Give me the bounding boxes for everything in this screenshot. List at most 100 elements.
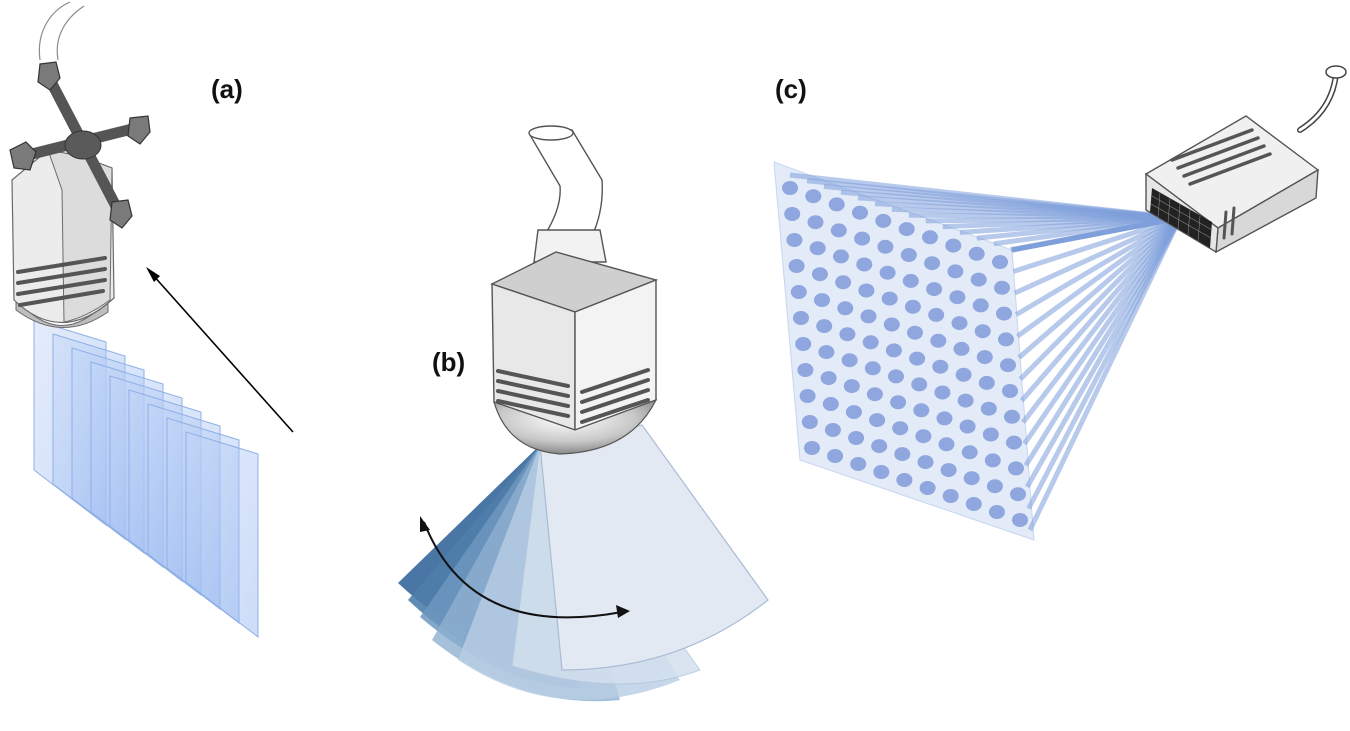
focal-point-dot: [963, 471, 980, 486]
focal-point-dot: [809, 241, 826, 256]
fan-sweep-sectors: [398, 424, 769, 702]
probe-a: [11, 149, 115, 328]
focal-point-dot: [818, 345, 835, 360]
focal-point-dot: [814, 293, 830, 308]
focal-point-dot: [811, 267, 828, 282]
focal-point-dot: [924, 256, 941, 271]
panel-a: (a): [9, 1, 294, 639]
focal-point-dot: [816, 319, 833, 334]
ultrasound-beam: [1027, 216, 1183, 532]
probe-a-cable: [38, 1, 85, 61]
focal-point-dot: [854, 231, 871, 246]
focal-point-dot: [888, 369, 904, 384]
focal-point-dot: [940, 463, 957, 478]
rotation-arrow: [420, 516, 630, 619]
focal-point-dot: [976, 350, 993, 365]
focal-point-dot: [955, 367, 972, 382]
ultrasound-beam: [1011, 215, 1181, 253]
focal-point-dot: [947, 264, 964, 279]
focal-point-dot: [885, 343, 902, 358]
focal-point-dot: [992, 255, 1008, 269]
focal-point-dot: [871, 439, 888, 454]
ultrasound-beam: [1017, 216, 1182, 360]
focal-point-dot: [984, 453, 1001, 468]
focal-point-dot: [988, 505, 1005, 519]
focal-point-dot: [978, 375, 995, 390]
focal-point-dot: [1006, 435, 1022, 450]
focal-point-dot: [951, 316, 968, 331]
focal-point-dot: [827, 449, 844, 463]
probe-b-dome: [493, 398, 658, 455]
focal-point-dot: [856, 257, 873, 272]
focal-point-dot: [949, 290, 966, 305]
probe-b-grille: [496, 368, 650, 424]
focal-point-dot: [801, 415, 818, 429]
focal-point-dot: [957, 393, 974, 408]
focal-point-dot: [894, 447, 911, 462]
focal-point-dot: [932, 359, 949, 374]
focal-point-dot: [805, 189, 822, 204]
focal-point-dot: [837, 301, 854, 316]
focal-point-dot: [1008, 461, 1024, 476]
focal-point-dot: [986, 479, 1003, 494]
focal-point-dot: [902, 273, 919, 288]
focal-point-dot: [959, 419, 976, 434]
focal-point-dot: [795, 337, 812, 351]
focal-point-dot: [879, 265, 896, 280]
probe-a-lens: [15, 296, 109, 328]
focal-point-dot: [877, 239, 894, 254]
probe-b: [490, 251, 659, 455]
beam-fan: [789, 172, 1183, 532]
transducer-array-face: [1150, 188, 1212, 248]
focal-point-dot: [907, 325, 923, 340]
focal-point-dot: [784, 207, 801, 221]
image-slice-stack: [33, 319, 259, 639]
focal-point-dot: [866, 387, 883, 402]
focal-point-dot: [833, 249, 849, 264]
panel-label-c: (c): [775, 74, 807, 104]
focal-point-dot: [835, 275, 852, 290]
focal-point-dot: [869, 413, 886, 428]
ultrasound-beam: [1018, 216, 1182, 381]
focal-point-dot: [830, 223, 847, 238]
focal-point-dot: [793, 311, 809, 325]
focal-point-dot: [922, 230, 938, 245]
focal-point-dot: [875, 213, 892, 228]
focal-point-dot: [965, 497, 982, 511]
focal-point-dot: [786, 233, 803, 247]
focal-point-dot: [797, 363, 814, 377]
probe-a-grille: [16, 256, 107, 307]
focal-point-dot: [980, 401, 997, 416]
dot-grid: [782, 181, 1028, 527]
focal-point-dot: [799, 389, 816, 403]
focal-point-dot: [864, 361, 881, 376]
focal-point-dot: [968, 246, 985, 261]
focal-point-dot: [915, 429, 932, 444]
focal-point-dot: [852, 205, 868, 220]
focal-point-dot: [890, 395, 907, 410]
focal-point-dot: [883, 317, 900, 332]
focal-point-dot: [881, 291, 898, 306]
panel-label-a: (a): [211, 74, 243, 104]
focal-point-dot: [972, 298, 989, 313]
focal-point-dot: [860, 309, 877, 324]
ultrasound-beam: [1014, 215, 1182, 317]
focal-point-dot: [919, 481, 936, 495]
focal-point-dot: [862, 335, 879, 350]
focal-point-dot: [930, 333, 947, 348]
focal-point-dot: [1010, 487, 1026, 502]
focal-point-dot: [938, 437, 955, 452]
focal-point-dot: [858, 283, 875, 298]
focal-point-dot: [788, 259, 805, 273]
focal-point-dot: [936, 411, 953, 426]
focal-point-dot: [926, 282, 943, 297]
probe-a-side: [47, 149, 113, 323]
focal-point-dot: [824, 423, 841, 437]
panel-c: (c): [773, 65, 1347, 541]
focal-point-dot: [845, 405, 862, 420]
focal-point-dot: [892, 421, 909, 436]
focal-point-dot: [828, 197, 845, 212]
focal-point-dot: [850, 457, 867, 471]
focal-point-dot: [820, 371, 837, 386]
